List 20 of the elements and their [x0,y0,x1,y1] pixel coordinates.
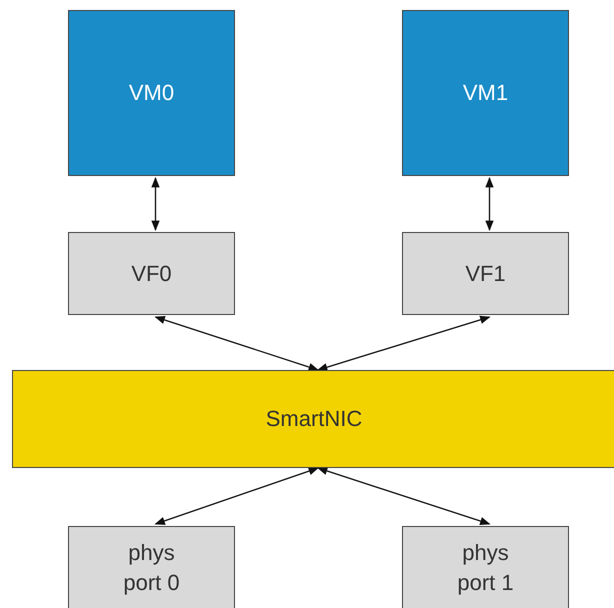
process-box [402,526,569,608]
node-label: phys port 1 [456,539,515,597]
vm-box [68,10,235,176]
node-label: VF1 [464,260,507,288]
arrow [151,176,160,232]
arrow [317,466,490,526]
arrow [154,467,319,525]
node-label: VM1 [462,79,510,107]
nic-bar [12,370,614,468]
node-label: SmartNIC [264,405,364,433]
arrow [485,176,494,232]
node-label: VF0 [130,260,173,288]
process-box [68,526,235,608]
vm-box [402,10,569,176]
node-label: VM0 [128,79,176,107]
arrow [317,316,490,372]
arrow [154,316,319,372]
node-label: phys port 0 [122,539,181,597]
process-box [402,232,569,315]
process-box [68,232,235,315]
